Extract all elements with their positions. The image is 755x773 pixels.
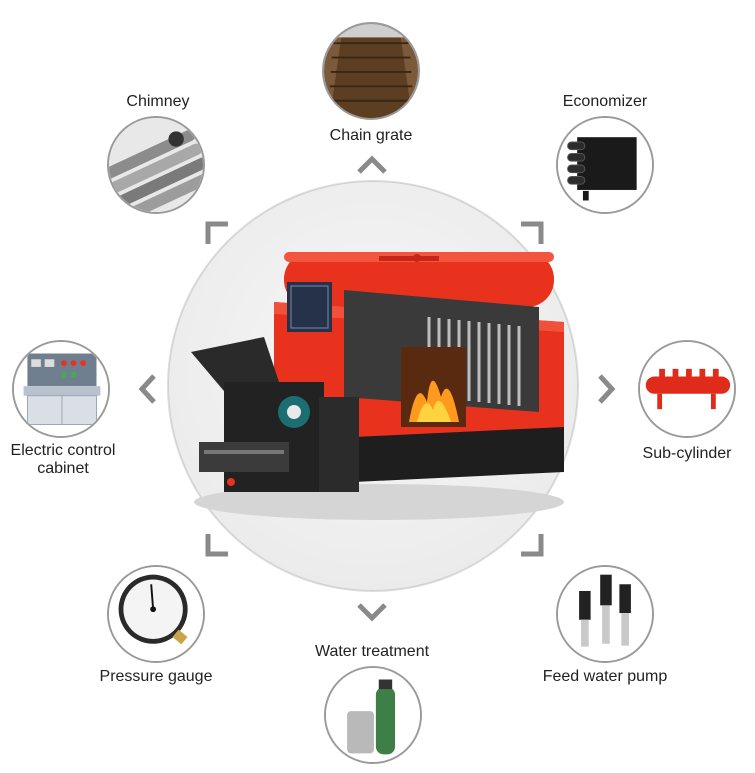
feed-water-pump-label: Feed water pump (542, 668, 668, 685)
chevron-right-icon (588, 372, 622, 406)
pressure-gauge-image (107, 565, 205, 663)
sub-cylinder-label: Sub-cylinder (642, 445, 732, 462)
feed-water-pump-image (556, 565, 654, 663)
chain-grate-label: Chain grate (329, 127, 413, 144)
electric-control-label-line1: Electric control (10, 442, 116, 459)
chevron-upright-icon (515, 216, 549, 250)
chimney-image (107, 116, 205, 214)
electric-control-cabinet-image (12, 340, 110, 438)
chevron-upleft-icon (200, 216, 234, 250)
chevron-left-icon (132, 372, 166, 406)
economizer-image (556, 116, 654, 214)
water-treatment-image (324, 666, 422, 764)
electric-control-label-line2: cabinet (37, 460, 89, 477)
sub-cylinder-image (638, 340, 736, 438)
chain-grate-image (322, 22, 420, 120)
chevron-up-icon (355, 148, 389, 182)
boiler-center-image (168, 181, 578, 591)
water-treatment-label: Water treatment (314, 643, 430, 660)
chimney-label: Chimney (126, 93, 190, 110)
chevron-downleft-icon (200, 528, 234, 562)
chevron-downright-icon (515, 528, 549, 562)
chevron-down-icon (355, 595, 389, 629)
economizer-label: Economizer (562, 93, 648, 110)
boiler-illustration (191, 252, 564, 520)
pressure-gauge-label: Pressure gauge (99, 668, 213, 685)
